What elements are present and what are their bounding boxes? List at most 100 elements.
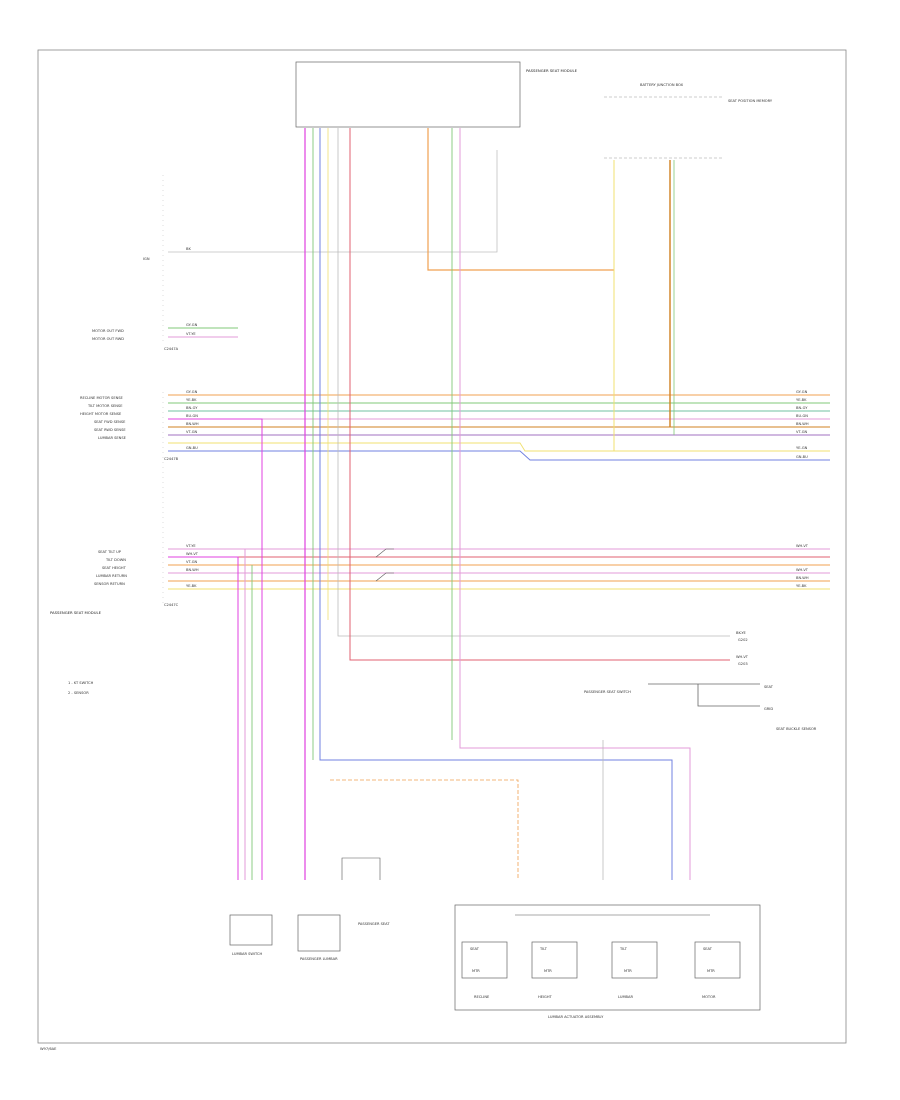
wire-label-r1: GY-GN: [796, 390, 808, 394]
wire-label-r5: BN-WH: [796, 422, 809, 426]
wire-label-sr2: WH-VT: [796, 568, 809, 572]
connector-c3: C2447C: [164, 603, 179, 607]
legend-item-1: 1 - KT SWITCH: [68, 681, 94, 685]
seat-belt-label: SEAT: [764, 685, 774, 689]
passenger-seat-label: PASSENGER SEAT: [358, 922, 390, 926]
motor-2: TILT MTR HEIGHT: [531, 941, 578, 999]
label-sensor-return: SENSOR RETURN: [94, 582, 125, 586]
label-ign: IGN: [143, 257, 150, 261]
svg-text:MTR: MTR: [707, 969, 715, 973]
wire-label-height: BN-GY: [186, 406, 198, 410]
wire-label-fwd-s: BU-GN: [186, 414, 198, 418]
wire-label-lumbar-s: VT-GN: [186, 430, 198, 434]
diagram-frame: [37, 49, 847, 1044]
wire-lumbar-2: [168, 442, 830, 452]
wire-orange-low: [330, 779, 519, 880]
wire-label-g2: WH-VT: [736, 655, 749, 659]
passenger-seat-switch-label: PASSENGER SEAT SWITCH: [584, 690, 631, 694]
wire-lv3: [168, 418, 263, 880]
wire-label-r6: VT-GN: [796, 430, 808, 434]
wire-label-s4: BN-WH: [186, 568, 199, 572]
svg-text:RECLINE: RECLINE: [474, 995, 490, 999]
switch-2: [375, 572, 394, 582]
wire-label-fwd: GY-GN: [186, 323, 198, 327]
wire-v5: [337, 128, 730, 637]
wire-label-s5: YE-BK: [186, 584, 197, 588]
svg-text:SEAT: SEAT: [470, 947, 480, 951]
motor-4: SEAT MTR MOTOR: [694, 941, 741, 999]
label-tilt-down: TILT DOWN: [105, 558, 126, 562]
wire-lv2: [168, 556, 239, 880]
actuator-title: LUMBAR ACTUATOR ASSEMBLY: [548, 1015, 604, 1019]
svg-text:LUMBAR: LUMBAR: [618, 995, 633, 999]
svg-text:HEIGHT: HEIGHT: [538, 995, 553, 999]
grid-label: GRID: [764, 707, 773, 711]
wire-lumbar-loop: [341, 857, 381, 880]
wire-lv1: [168, 548, 246, 880]
wire-label-r8: GN-BU: [796, 455, 808, 459]
wire-label-ign: BK: [186, 247, 191, 251]
footer-code: W97/6AE: [40, 1047, 57, 1051]
wire-v6: [349, 128, 730, 661]
wire-label-s3: VT-GN: [186, 560, 198, 564]
legend-item-2: 2 - SENSOR: [68, 691, 89, 695]
svg-text:TILT: TILT: [619, 947, 628, 951]
wire-label-r2: YE-BK: [796, 398, 807, 402]
svg-text:SEAT: SEAT: [703, 947, 713, 951]
label-seat-fwd-sense: SEAT FWD SENSE: [94, 420, 126, 424]
wire-label-tilt: YE-BK: [186, 398, 197, 402]
passenger-lumbar-label: PASSENGER LUMBAR: [300, 957, 338, 961]
passenger-lumbar-box: [297, 914, 341, 952]
wire-label-sr1: WH-VT: [796, 544, 809, 548]
wire-label-rwd: VT-YE: [186, 332, 196, 336]
svg-text:MTR: MTR: [472, 969, 480, 973]
wire-label-r3: BN-GY: [796, 406, 808, 410]
wire-v7: [427, 128, 614, 271]
wire-label-s1: VT-YE: [186, 544, 196, 548]
seat-buckle-label: SEAT BUCKLE SENSOR: [776, 727, 817, 731]
wire-ign: [168, 150, 498, 253]
label-seat-height: SEAT HEIGHT: [102, 566, 127, 570]
wire-label-sr4: YE-BK: [796, 584, 807, 588]
module-label: PASSENGER SEAT MODULE: [50, 610, 102, 615]
switch-1: [375, 548, 394, 558]
label-motor-out-rwd: MOTOR OUT RWD: [92, 337, 124, 341]
top-right-label: BATTERY JUNCTION BOX: [640, 83, 684, 87]
wire-grid: [697, 684, 760, 707]
wire-label-recline: GY-GN: [186, 390, 198, 394]
label-lumbar-return: LUMBAR RETURN: [96, 574, 127, 578]
wire-label-g1: BK-YE: [736, 631, 747, 635]
wire-label-lumbar-s2: GN-BU: [186, 446, 198, 450]
motor-3: TILT MTR LUMBAR: [611, 941, 658, 999]
svg-text:MOTOR: MOTOR: [702, 995, 716, 999]
ground-label-1: G202: [738, 638, 748, 642]
top-module-box: [295, 61, 521, 128]
wire-v9: [459, 128, 691, 880]
ground-label-2: G203: [738, 662, 748, 666]
actuator-assembly-box: [454, 904, 761, 1011]
wire-label-s2: WH-VT: [186, 552, 199, 556]
lumbar-switch-box: [229, 914, 273, 946]
label-recline-sense: RECLINE MOTOR SENSE: [80, 396, 124, 400]
svg-text:TILT: TILT: [539, 947, 548, 951]
wire-label-r7: YE-GN: [796, 446, 808, 450]
wire-label-rwd-s: BN-WH: [186, 422, 199, 426]
top-module-label: PASSENGER SEAT MODULE: [526, 68, 578, 73]
wire-label-r4: BU-GN: [796, 414, 808, 418]
label-seat-tilt-up: SEAT TILT UP: [98, 550, 122, 554]
label-tilt-sense: TILT MOTOR SENSE: [87, 404, 123, 408]
label-height-sense: HEIGHT MOTOR SENSE: [80, 412, 122, 416]
connector-c2: C2447B: [164, 457, 179, 461]
label-seat-rwd-sense: SEAT RWD SENSE: [94, 428, 126, 432]
wire-lumbar-3: [168, 450, 830, 461]
lumbar-switch-label: LUMBAR SWITCH: [232, 952, 263, 956]
svg-text:MTR: MTR: [544, 969, 552, 973]
motor-1: SEAT MTR RECLINE: [461, 941, 508, 999]
connector-c1: C2447A: [164, 347, 179, 351]
top-right-fuse: SEAT POSITION MEMORY: [728, 99, 773, 103]
svg-text:MTR: MTR: [624, 969, 632, 973]
wire-v3: [319, 128, 673, 880]
label-motor-out-fwd: MOTOR OUT FWD: [92, 329, 124, 333]
label-lumbar-sense: LUMBAR SENSE: [98, 436, 127, 440]
